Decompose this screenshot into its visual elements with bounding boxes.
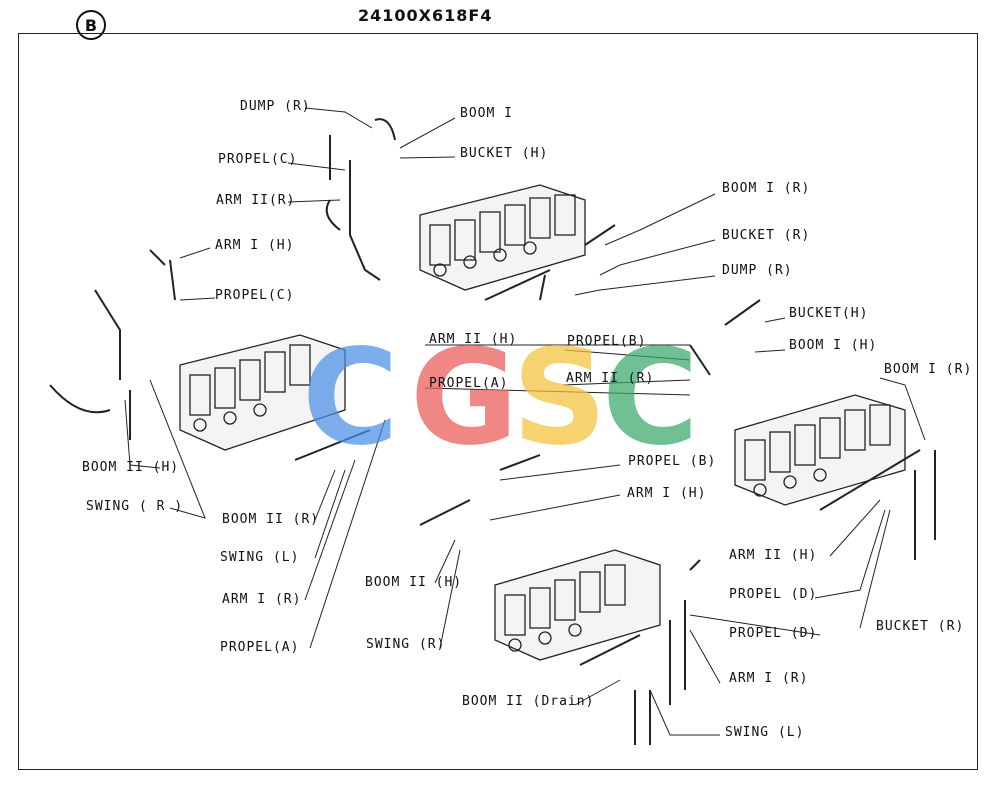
control-valve-bottom — [494, 549, 661, 661]
label-boom2-r-left: BOOM II (R) — [222, 512, 320, 527]
label-dump-r-right: DUMP (R) — [722, 263, 793, 278]
part-number: 24100X618F4 — [358, 6, 493, 25]
label-arm2-r-top: ARM II(R) — [216, 193, 296, 208]
label-arm2-h-center: ARM II (H) — [429, 332, 518, 347]
watermark-letter-4: C — [602, 321, 699, 475]
leader-lines — [124, 107, 926, 736]
label-arm1-r-left: ARM I (R) — [222, 592, 302, 607]
control-valve-right — [734, 394, 906, 506]
label-arm1-r-bottom: ARM I (R) — [729, 671, 809, 686]
label-propel-b-center: PROPEL(B) — [567, 334, 647, 349]
label-propel-a-center: PROPEL(A) — [429, 376, 509, 391]
label-propel-b-mid: PROPEL (B) — [628, 454, 717, 469]
label-arm1-h-left: ARM I (H) — [215, 238, 295, 253]
label-arm1-h-mid: ARM I (H) — [627, 486, 707, 501]
label-bucket-h-right: BUCKET(H) — [789, 306, 869, 321]
watermark-letter-2: G — [410, 321, 519, 475]
hoses — [49, 118, 936, 745]
diagram-frame — [18, 33, 978, 770]
label-boom1-r-b: BOOM I (R) — [884, 362, 973, 377]
label-propel-d-a: PROPEL (D) — [729, 587, 818, 602]
label-swing-r-left: SWING ( R ) — [86, 499, 184, 514]
label-swing-l-bottom: SWING (L) — [725, 725, 805, 740]
label-bucket-r-b: BUCKET (R) — [876, 619, 965, 634]
label-boom1-top: BOOM I — [460, 106, 513, 121]
label-dump-r-top: DUMP (R) — [240, 99, 311, 114]
label-boom2-drain: BOOM II (Drain) — [462, 694, 595, 709]
label-propel-d-b: PROPEL (D) — [729, 626, 818, 641]
watermark-letter-3: S — [512, 321, 608, 475]
label-bucket-r-a: BUCKET (R) — [722, 228, 811, 243]
watermark-letter-1: C — [302, 321, 399, 475]
label-arm2-h-right: ARM II (H) — [729, 548, 818, 563]
label-bucket-h-top: BUCKET (H) — [460, 146, 549, 161]
label-boom1-r-a: BOOM I (R) — [722, 181, 811, 196]
label-boom2-h-left: BOOM II (H) — [82, 460, 180, 475]
label-propel-c-top: PROPEL(C) — [218, 152, 298, 167]
label-arm2-r-center: ARM II (R) — [566, 371, 655, 386]
control-valve-top — [419, 184, 586, 291]
label-boom1-h-right: BOOM I (H) — [789, 338, 878, 353]
label-boom2-h-bottom: BOOM II (H) — [365, 575, 463, 590]
label-swing-l-left: SWING (L) — [220, 550, 300, 565]
sheet-marker: B — [76, 10, 106, 40]
label-propel-c-left: PROPEL(C) — [215, 288, 295, 303]
control-valve-left — [179, 334, 346, 451]
label-propel-a-left: PROPEL(A) — [220, 640, 300, 655]
label-swing-r-bottom: SWING (R) — [366, 637, 446, 652]
